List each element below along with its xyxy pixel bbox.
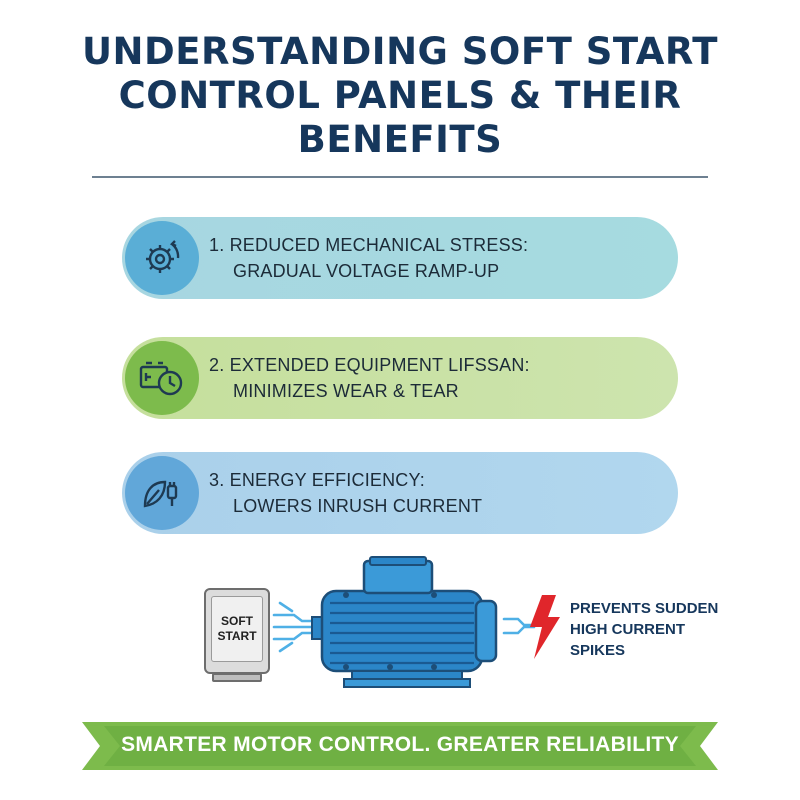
benefit-detail: GRADUAL VOLTAGE RAMP-UP	[233, 261, 500, 281]
benefit-card-energy-efficiency: 3. ENERGY EFFICIENCY: LOWERS INRUSH CURR…	[122, 452, 678, 534]
benefit-heading: 3. ENERGY EFFICIENCY:	[209, 470, 425, 490]
benefit-icon-circle	[125, 456, 199, 530]
lightning-bolt-icon	[530, 595, 560, 659]
soft-start-label-line-2: START	[217, 629, 257, 643]
soft-start-controller: SOFT START	[204, 588, 270, 682]
spikes-line-1: PREVENTS SUDDEN	[570, 600, 719, 617]
title-line-3: BENEFITS	[297, 118, 503, 161]
page-title: UNDERSTANDING SOFT START CONTROL PANELS …	[60, 30, 740, 162]
benefit-text: 3. ENERGY EFFICIENCY: LOWERS INRUSH CURR…	[209, 467, 482, 519]
benefit-card-reduced-stress: 1. REDUCED MECHANICAL STRESS: GRADUAL VO…	[122, 217, 678, 299]
ribbon-banner	[82, 722, 718, 770]
benefit-text: 1. REDUCED MECHANICAL STRESS: GRADUAL VO…	[209, 232, 528, 284]
benefit-heading: 1. REDUCED MECHANICAL STRESS:	[209, 235, 529, 255]
benefit-detail: LOWERS INRUSH CURRENT	[233, 496, 483, 516]
benefit-heading: 2. EXTENDED EQUIPMENT LIFSSAN:	[209, 355, 530, 375]
battery-clock-icon	[139, 361, 183, 396]
title-line-2: CONTROL PANELS & THEIR	[118, 74, 682, 117]
title-divider	[92, 176, 708, 178]
spikes-line-3: SPIKES	[570, 642, 626, 659]
benefit-detail: MINIMIZES WEAR & TEAR	[233, 381, 459, 401]
soft-start-base	[212, 673, 262, 682]
benefit-card-extended-lifespan: 2. EXTENDED EQUIPMENT LIFSSAN: MINIMIZES…	[122, 337, 678, 419]
spikes-caption: PREVENTS SUDDEN HIGH CURRENT SPIKES	[570, 598, 770, 661]
title-line-1: UNDERSTANDING SOFT START	[81, 30, 718, 73]
benefit-icon-circle	[125, 341, 199, 415]
spikes-line-2: HIGH CURRENT	[570, 621, 685, 638]
current-flow-right-icon	[502, 617, 536, 635]
soft-start-label-line-1: SOFT	[220, 614, 253, 628]
leaf-plug-icon	[143, 480, 178, 508]
banner-slogan: SMARTER MOTOR CONTROL. GREATER RELIABILI…	[121, 733, 679, 756]
benefit-icon-circle	[125, 221, 199, 295]
gear-cycle-icon	[146, 240, 180, 273]
motor-illustration	[272, 556, 560, 688]
benefit-text: 2. EXTENDED EQUIPMENT LIFSSAN: MINIMIZES…	[209, 352, 530, 404]
motor-icon	[320, 556, 498, 688]
soft-start-label: SOFT START	[211, 596, 263, 662]
current-flow-left-icon	[272, 601, 318, 653]
